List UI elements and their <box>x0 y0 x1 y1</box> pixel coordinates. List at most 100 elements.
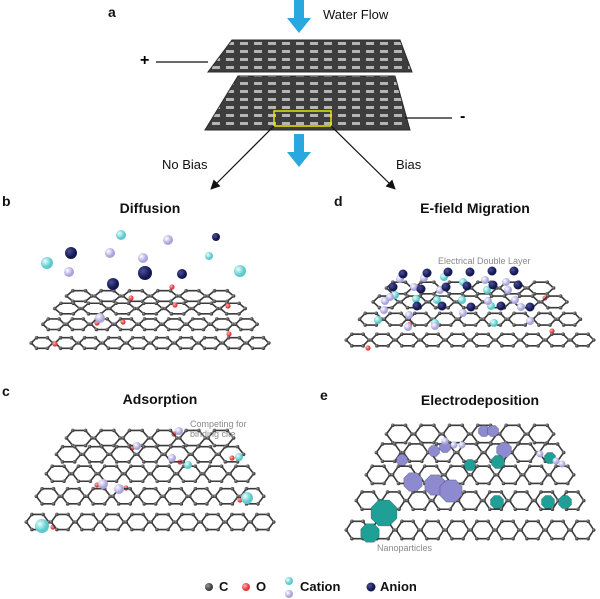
carbon-atom <box>449 464 453 468</box>
carbon-atom <box>162 494 166 499</box>
carbon-atom <box>541 528 546 532</box>
hexagon-ring <box>470 520 495 540</box>
carbon-atom <box>249 317 254 321</box>
hexagon-ring <box>200 513 225 531</box>
carbon-atom <box>400 344 404 348</box>
carbon-atom <box>205 527 209 532</box>
carbon-atom <box>537 323 541 327</box>
hexagon-ring <box>97 465 124 483</box>
carbon-atom <box>241 452 246 457</box>
carbon-atom <box>526 286 530 290</box>
carbon-atom <box>550 519 554 524</box>
panel-d-letter: d <box>334 193 343 209</box>
carbon-atom <box>525 507 529 512</box>
carbon-atom <box>532 280 537 284</box>
carbon-atom <box>405 305 410 310</box>
carbon-atom <box>502 294 507 298</box>
carbon-atom <box>57 317 61 321</box>
carbon-atom <box>121 520 126 524</box>
carbon-atom <box>126 301 131 306</box>
carbon-atom <box>117 335 122 340</box>
hexagon-ring <box>532 312 557 326</box>
carbon-atom <box>213 346 218 351</box>
cation-ion <box>405 311 413 319</box>
carbon-atom <box>536 519 540 524</box>
carbon-atom <box>179 486 184 491</box>
carbon-atom <box>422 507 427 512</box>
carbon-atom <box>422 490 427 494</box>
carbon-atom <box>210 494 215 499</box>
carbon-atom <box>202 335 207 340</box>
carbon-atom <box>494 528 499 532</box>
carbon-atom <box>398 450 403 455</box>
hexagon-ring <box>150 289 179 303</box>
carbon-atom <box>130 527 134 532</box>
cation-ion <box>374 316 382 324</box>
carbon-atom <box>462 507 467 512</box>
carbon-atom <box>87 460 92 464</box>
carbon-atom <box>565 481 570 486</box>
carbon-atom <box>30 527 34 532</box>
hexagon-ring <box>50 513 75 531</box>
carbon-atom <box>441 528 446 532</box>
carbon-atom <box>482 498 486 503</box>
carbon-atom <box>561 323 566 327</box>
panel-c-title: Adsorption <box>122 391 198 407</box>
carbon-atom <box>215 327 219 332</box>
carbon-atom <box>207 464 212 468</box>
carbon-atom <box>51 502 56 506</box>
carbon-atom <box>486 344 490 348</box>
cation-ion <box>381 297 389 305</box>
legend-cation-lavender-dot <box>285 590 293 598</box>
panel-e-letter: e <box>320 387 328 403</box>
competing-annotation-line2: binding cite <box>190 429 236 439</box>
carbon-atom <box>130 335 135 340</box>
carbon-atom <box>127 460 131 464</box>
legend-label-anion: Anion <box>380 579 417 594</box>
ions-electrical-double-layer <box>374 266 535 331</box>
carbon-atom <box>462 459 466 464</box>
carbon-atom <box>201 317 206 321</box>
anion-ion <box>422 268 432 278</box>
cation-ion <box>558 460 566 468</box>
carbon-atom <box>199 471 203 476</box>
carbon-atom <box>49 520 54 524</box>
carbon-atom <box>566 338 571 342</box>
carbon-atom <box>112 428 116 433</box>
carbon-atom <box>142 486 147 491</box>
carbon-atom <box>457 317 461 322</box>
carbon-atom <box>388 323 392 327</box>
carbon-atom <box>231 436 236 440</box>
carbon-atom <box>196 460 200 464</box>
hexagon-ring <box>556 312 582 326</box>
carbon-atom <box>586 519 590 524</box>
carbon-atom <box>475 536 479 541</box>
carbon-atom <box>205 486 209 491</box>
carbon-atom <box>216 512 220 517</box>
carbon-atom <box>142 327 147 332</box>
carbon-atom <box>215 306 220 311</box>
water-flow-arrow-top <box>287 0 311 33</box>
hexagon-ring <box>55 445 82 463</box>
carbon-atom <box>411 332 415 336</box>
carbon-atom <box>50 479 55 484</box>
carbon-atom <box>225 288 230 293</box>
carbon-atom <box>121 294 125 298</box>
carbon-atom <box>425 519 429 524</box>
hexagon-ring <box>150 513 175 531</box>
carbon-atom <box>168 428 173 433</box>
carbon-atom <box>374 450 379 455</box>
carbon-atom <box>155 512 159 517</box>
carbon-atom <box>350 519 354 524</box>
carbon-atom <box>412 311 417 316</box>
carbon-atom <box>92 294 97 298</box>
carbon-atom <box>363 323 367 327</box>
carbon-atom <box>369 338 374 342</box>
edl-annotation: Electrical Double Layer <box>438 256 531 266</box>
carbon-atom <box>403 498 407 503</box>
carbon-atom <box>64 436 69 440</box>
carbon-atom <box>155 428 160 433</box>
cation-ion <box>412 295 420 303</box>
carbon-atom <box>511 519 515 524</box>
